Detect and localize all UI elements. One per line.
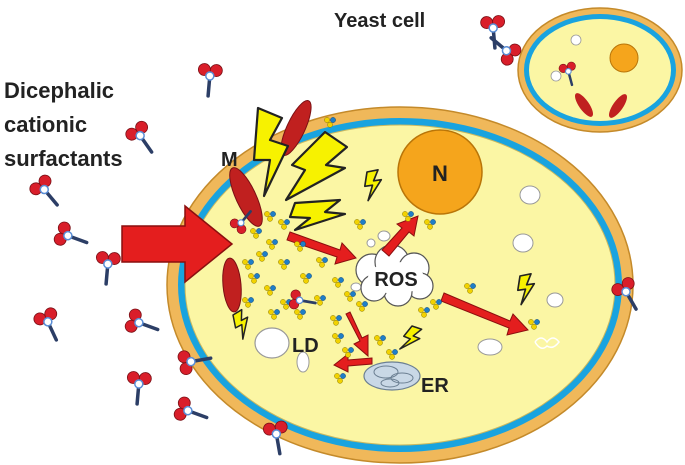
endoplasmic-reticulum xyxy=(363,361,421,391)
vacuole xyxy=(477,338,503,356)
vacuole xyxy=(512,233,534,253)
small-nucleus xyxy=(609,43,639,73)
surfactant xyxy=(25,170,69,215)
arrow-to-right xyxy=(440,292,529,336)
small-cytoplasm xyxy=(529,19,671,121)
lightning-bolt xyxy=(288,198,347,232)
surfactant-title-line-1: Dicephalic xyxy=(4,78,115,103)
vacuole xyxy=(377,230,391,242)
red-arrows xyxy=(286,215,529,373)
arrow-to-ld xyxy=(333,352,373,373)
small-vacuole-1 xyxy=(570,34,582,46)
vacuole xyxy=(519,185,541,205)
nucleus xyxy=(397,129,483,215)
small-mitochondrion-2 xyxy=(608,94,628,118)
small-mitochondrion-1 xyxy=(574,93,594,117)
lipid-droplet-label: LD xyxy=(292,335,319,357)
damaged-structure xyxy=(534,337,560,349)
surfactant xyxy=(50,218,93,256)
surfactant xyxy=(123,369,154,407)
surfactant xyxy=(481,26,526,70)
mitochondrion xyxy=(229,167,263,227)
vacuole xyxy=(546,292,564,308)
surfactant xyxy=(30,304,69,347)
vacuole xyxy=(296,351,310,373)
surfactant-title: Dicephalic cationic surfactants xyxy=(4,74,194,176)
arrow-to-nucleus xyxy=(381,215,419,257)
surfactant xyxy=(194,61,225,99)
mitochondria-label: M xyxy=(221,149,238,171)
surfactant xyxy=(478,13,509,51)
surfactant xyxy=(170,393,213,431)
lipid-droplet xyxy=(254,327,290,359)
surfactant xyxy=(92,249,123,287)
surfactant-title-line-2: cationic xyxy=(4,112,88,137)
nucleus-label: N xyxy=(432,161,448,186)
lightning-bolt xyxy=(284,130,349,202)
mitochondrion xyxy=(222,257,242,313)
arrow-to-er xyxy=(345,311,369,358)
vacuole xyxy=(350,282,362,292)
surfactant-title-line-3: surfactants xyxy=(4,146,123,171)
yeast-cell-title: Yeast cell xyxy=(334,10,425,32)
small-vacuole-2 xyxy=(550,70,562,82)
vacuole xyxy=(366,238,376,248)
ros-label: ROS xyxy=(374,269,417,291)
er-label: ER xyxy=(421,375,449,397)
lightning-bolt xyxy=(252,106,290,198)
entry-arrow xyxy=(121,204,234,284)
surfactant xyxy=(121,305,164,343)
